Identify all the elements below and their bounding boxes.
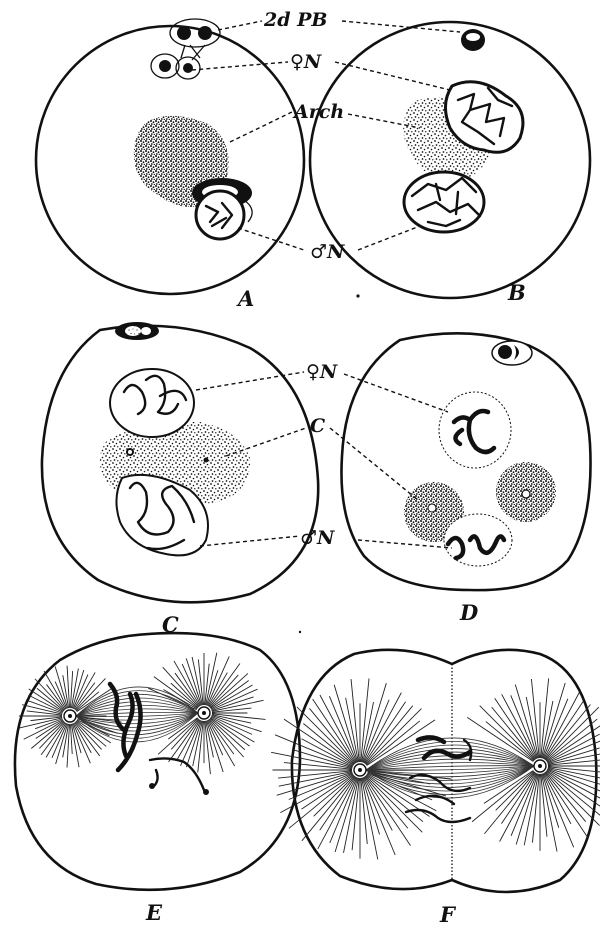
aster-fibre (352, 778, 359, 850)
panel-label-b: B (507, 280, 526, 305)
panel-b: B (310, 21, 590, 305)
panel-c: C (42, 322, 318, 637)
aster-fibre (364, 693, 402, 763)
female-pronucleus-c (110, 369, 194, 437)
aster-fibre (278, 771, 352, 778)
aster-fibre (351, 679, 359, 762)
aster-fibre (344, 778, 359, 853)
panel-e: E (15, 633, 300, 925)
panel-label-e: E (145, 900, 163, 925)
aster-fibre (313, 699, 356, 763)
leader-mn-b (358, 226, 420, 250)
label-archoplasm: Arch (292, 101, 344, 123)
chromosomes-e (110, 684, 209, 795)
leader-fn-d (344, 374, 448, 412)
panel-label-d: D (459, 600, 479, 625)
aster-fibre (492, 707, 535, 760)
female-pronucleus-d (439, 392, 511, 468)
leader-arch-a (230, 112, 292, 142)
panel-a: A (36, 19, 304, 311)
label-female-nucleus-2: ♀N (306, 361, 338, 383)
label-male-nucleus: ♂N (310, 241, 345, 263)
male-pronucleus-d (444, 514, 512, 566)
aster-fibre (361, 778, 367, 844)
polar-body-c (115, 322, 159, 340)
label-female-nucleus: ♀N (290, 51, 322, 73)
aster-fibre (302, 776, 355, 841)
aster-fibre (532, 774, 539, 843)
male-pronucleus-b (404, 172, 484, 232)
aster-fibre (271, 752, 352, 768)
egg-cell-e (15, 633, 300, 890)
panel-label-a: A (236, 286, 254, 311)
aster-fibre (75, 683, 95, 710)
aster-fibre (467, 717, 533, 761)
polar-bodies-a (151, 19, 220, 79)
aster-fibre (364, 702, 405, 764)
aster-fibre (541, 678, 549, 758)
leader-fn-a (192, 62, 288, 70)
aster-fibre (177, 720, 200, 759)
aster-fibre (318, 777, 356, 849)
polar-body-d (492, 341, 532, 365)
aster-fibre (320, 695, 356, 763)
aster-fibre (542, 683, 565, 758)
aster-fibre (531, 679, 539, 758)
leader-pb-a (218, 21, 262, 30)
print-speck (356, 294, 359, 297)
aster-fibre (362, 778, 378, 860)
aster-fibre (334, 685, 358, 763)
leader-mn-c (200, 536, 300, 546)
aster-fibre (362, 683, 386, 762)
aster-fibre (361, 678, 369, 762)
centrosphere-d-right (496, 462, 556, 522)
aster-fibre (277, 772, 353, 795)
aster-fibre (548, 759, 600, 765)
panel-d: D (330, 333, 591, 625)
print-speck (299, 631, 301, 633)
aster-fibre (515, 685, 537, 759)
panel-label-f: F (439, 902, 457, 926)
aster-fibre (544, 692, 580, 759)
centrosome-c-right (204, 458, 209, 463)
label-centrosome: C (310, 415, 325, 437)
panel-f: F (271, 650, 600, 926)
label-male-nucleus-2: ♂N (300, 527, 335, 549)
aster-fibre (284, 763, 352, 770)
polar-body-b (461, 29, 485, 51)
male-pronucleus-a (192, 178, 252, 239)
aster-fibre (548, 749, 600, 765)
aster-fibre (367, 774, 436, 811)
leader-fn-b (335, 62, 450, 90)
aster-fibre (544, 773, 588, 839)
aster-fibre (73, 723, 90, 763)
label-polar-body: 2d PB (263, 9, 327, 31)
aster-fibre (335, 778, 358, 852)
aster-fibre (542, 774, 557, 852)
